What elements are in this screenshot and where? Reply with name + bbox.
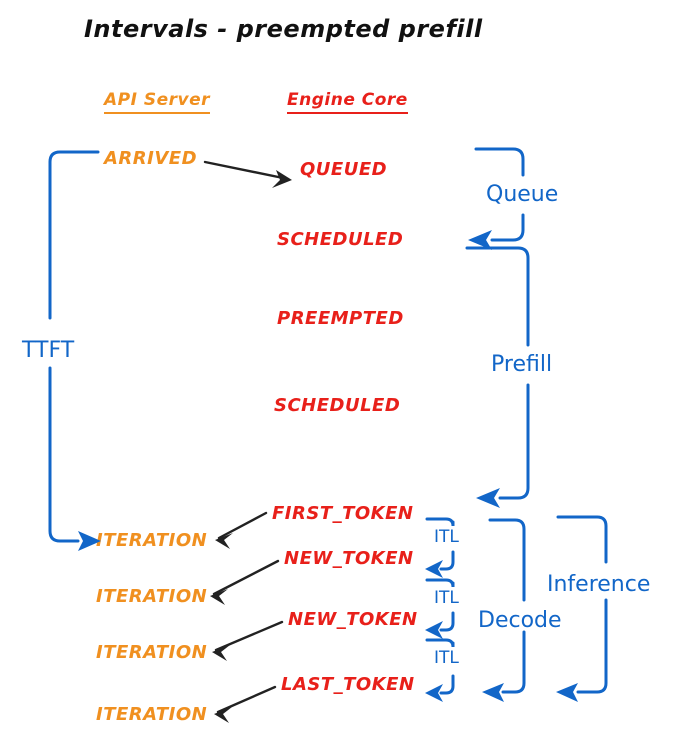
arrow-last-token-to-iteration xyxy=(214,685,277,723)
interval-label-decode: Decode xyxy=(478,608,562,633)
arrow-first-token-to-iteration xyxy=(215,511,268,549)
event-first-token: FIRST_TOKEN xyxy=(272,503,414,524)
interval-label-prefill: Prefill xyxy=(491,352,553,377)
event-arrived: ARRIVED xyxy=(104,148,198,169)
event-preempted: PREEMPTED xyxy=(277,308,404,329)
interval-label-itl-3: ITL xyxy=(434,648,459,668)
interval-label-queue: Queue xyxy=(486,182,559,207)
interval-label-itl-1: ITL xyxy=(434,527,459,547)
arrow-arrived-to-queued xyxy=(203,160,292,188)
column-header-engine-core: Engine Core xyxy=(287,90,408,114)
event-scheduled-1: SCHEDULED xyxy=(277,229,404,250)
event-iteration-3: ITERATION xyxy=(96,642,208,663)
interval-label-ttft: TTFT xyxy=(22,338,75,363)
column-header-api-server: API Server xyxy=(104,90,211,114)
event-new-token-2: NEW_TOKEN xyxy=(288,609,418,630)
page-title: Intervals - preempted prefill xyxy=(84,15,483,43)
event-last-token: LAST_TOKEN xyxy=(281,674,415,695)
arrow-new-token-2-to-iteration xyxy=(212,620,284,661)
interval-label-itl-2: ITL xyxy=(434,588,459,608)
interval-label-inference: Inference xyxy=(547,572,651,597)
interval-bracket-inference xyxy=(556,515,608,702)
event-iteration-1: ITERATION xyxy=(96,530,208,551)
interval-bracket-prefill xyxy=(465,246,530,508)
event-iteration-2: ITERATION xyxy=(96,586,208,607)
event-new-token-1: NEW_TOKEN xyxy=(284,548,414,569)
event-queued: QUEUED xyxy=(300,159,388,180)
event-scheduled-2: SCHEDULED xyxy=(274,395,401,416)
event-iteration-4: ITERATION xyxy=(96,704,208,725)
arrow-new-token-1-to-iteration xyxy=(210,559,280,605)
